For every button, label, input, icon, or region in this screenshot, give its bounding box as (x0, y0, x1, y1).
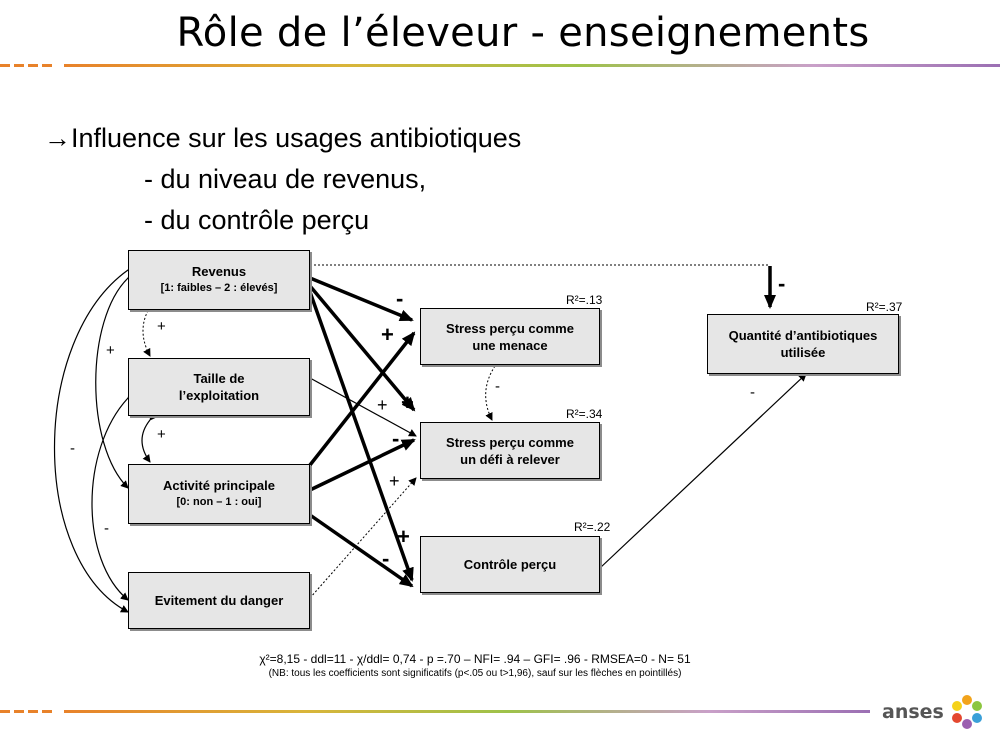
node-evitement-label: Evitement du danger (154, 593, 284, 608)
sign-taille-evitement: - (104, 520, 109, 537)
sign-revenus-defi: + (401, 390, 414, 415)
arrow-activite-controle (309, 513, 414, 588)
arrow-revenus-menace (309, 276, 414, 322)
node-menace: Stress perçu comme une menace (420, 308, 600, 365)
bullet-sub-revenus: - du niveau de revenus, (144, 164, 427, 194)
node-controle: Contrôle perçu (420, 536, 600, 593)
correlation-taille-evitement (91, 390, 136, 601)
sign-controle-quantite: - (750, 384, 755, 401)
node-activite: Activité principale [0: non – 1 : oui] (128, 464, 310, 524)
sign-revenus-quantite: - (778, 271, 786, 296)
logo-text: anses (882, 701, 944, 723)
sign-activite-controle: - (382, 546, 390, 571)
arrow-controle-quantite (599, 373, 807, 569)
node-taille-line1: Taille de (193, 371, 245, 386)
node-menace-line2: une menace (472, 337, 548, 353)
bottom-divider (0, 710, 870, 713)
node-defi-line1: Stress perçu comme (446, 434, 574, 450)
sign-revenus-menace: - (396, 286, 404, 311)
slide-title: Rôle de l’éleveur - enseignements (176, 10, 870, 56)
r2-defi: R²=.34 (566, 407, 603, 421)
node-revenus: Revenus [1: faibles – 2 : élevés] (128, 250, 310, 310)
sign-activite-defi: - (392, 426, 400, 451)
bullet-list: →Influence sur les usages antibiotiques … (44, 118, 521, 241)
node-defi: Stress perçu comme un défi à relever (420, 422, 600, 479)
correlation-revenus-taille (142, 298, 158, 357)
node-revenus-label: Revenus (191, 264, 247, 279)
node-taille: Taille de l’exploitation (128, 358, 310, 416)
significance-note: (NB: tous les coefficients sont signific… (268, 668, 682, 679)
fit-statistics: χ²=8,15 - ddl=11 - χ/ddl= 0,74 - p =.70 … (259, 652, 691, 666)
bullet-sub-controle: - du contrôle perçu (144, 205, 370, 235)
node-revenus-scale: [1: faibles – 2 : élevés] (160, 282, 278, 294)
correlation-revenus-evitement (53, 262, 137, 613)
r2-quantite: R²=.37 (866, 300, 903, 314)
node-quantite-line2: utilisée (780, 345, 826, 360)
arrow-activite-menace (308, 331, 416, 467)
node-controle-label: Contrôle perçu (463, 557, 557, 572)
anses-logo: anses (882, 694, 984, 730)
sign-revenus-taille: + (157, 318, 166, 335)
r2-menace: R²=.13 (566, 293, 603, 307)
node-defi-line2: un défi à relever (460, 451, 560, 467)
correlation-menace-defi (485, 357, 503, 421)
node-quantite-line1: Quantité d’antibiotiques (728, 328, 878, 343)
correlation-revenus-activite (95, 270, 136, 489)
correlation-taille-activite (141, 412, 158, 463)
sign-revenus-activite: + (106, 342, 115, 359)
r2-controle: R²=.22 (574, 520, 611, 534)
arrow-activite-defi (309, 438, 416, 492)
sign-evitement-defi: + (389, 471, 400, 491)
logo-flower-icon (951, 695, 982, 729)
sign-taille-activite: + (157, 426, 166, 443)
node-taille-line2: l’exploitation (178, 388, 260, 403)
arrow-revenus-controle (308, 291, 414, 582)
sign-revenus-controle: + (397, 524, 410, 549)
node-menace-line1: Stress perçu comme (446, 320, 574, 336)
sign-activite-menace: + (381, 322, 394, 347)
node-activite-scale: [0: non – 1 : oui] (176, 496, 262, 508)
top-divider (0, 64, 1000, 67)
arrow-taille-defi (309, 377, 417, 437)
arrow-revenus-defi (308, 284, 416, 412)
sign-taille-defi: + (377, 395, 388, 415)
arrow-evitement-defi (309, 477, 417, 599)
node-activite-label: Activité principale (163, 478, 275, 493)
sign-menace-defi: - (495, 378, 500, 395)
sign-revenus-evitement: - (70, 440, 75, 457)
node-quantite: Quantité d’antibiotiques utilisée (707, 314, 899, 374)
node-evitement: Evitement du danger (128, 572, 310, 629)
bullet-main: →Influence sur les usages antibiotiques (44, 123, 522, 153)
